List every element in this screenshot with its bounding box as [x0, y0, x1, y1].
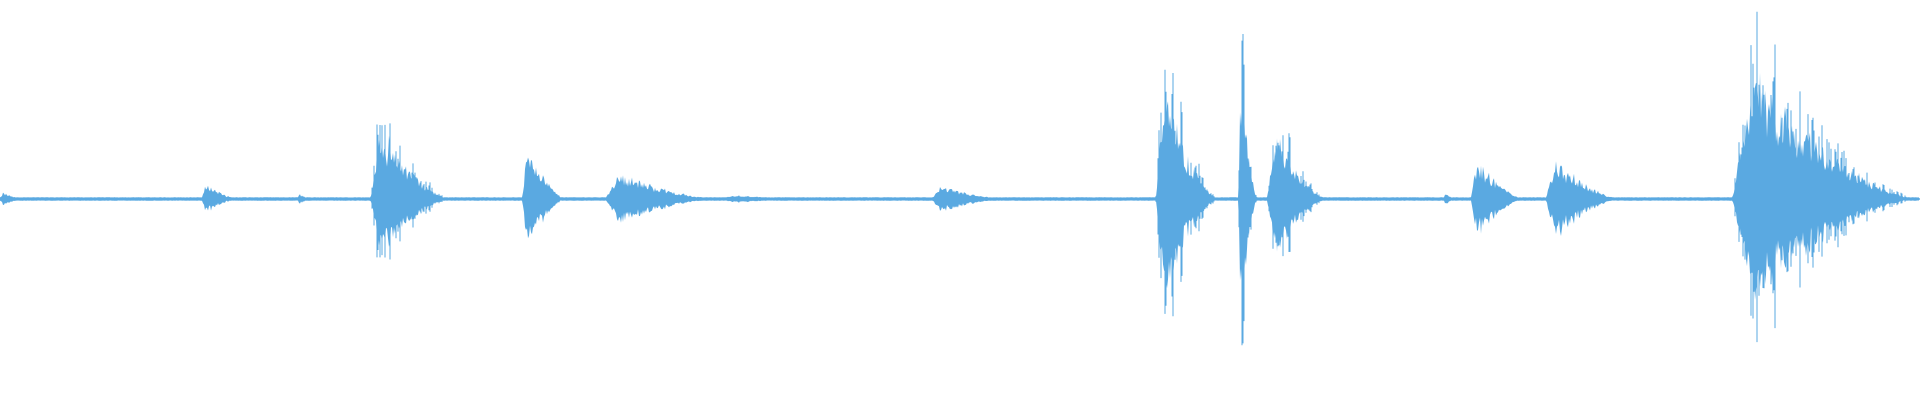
waveform-body — [0, 72, 1919, 300]
waveform-spikes — [371, 11, 1907, 346]
